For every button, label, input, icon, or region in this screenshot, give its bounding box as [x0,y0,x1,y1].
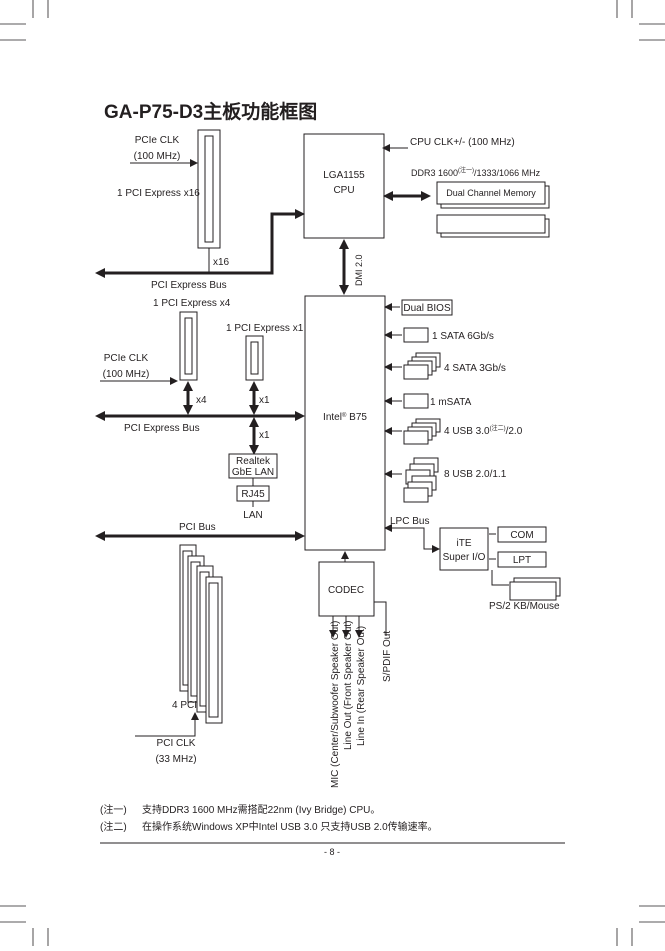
pcie-clk-mid-line1: PCIe CLK [104,353,149,364]
sata6-label: 1 SATA 6Gb/s [432,331,494,342]
sata3-label: 4 SATA 3Gb/s [444,363,506,374]
note-2-text: 在操作系统Windows XP中Intel USB 3.0 只支持USB 2.0… [142,820,438,833]
superio-line2: Super I/O [443,552,486,563]
pci-clk-line1: PCI CLK [157,738,196,749]
ps2-link [491,570,509,586]
codec-output-mic: MIC (Center/Subwoofer Speaker Out) [330,621,341,788]
lan-chip-line2: GbE LAN [232,467,274,478]
ddr3-label: DDR3 1600(注一)/1333/1066 MHz [411,166,541,178]
pci-slots-label: 4 PCI [172,700,197,711]
ps2-port [509,581,557,601]
pcie-x4-slot-inner [184,317,193,375]
lpt-label: LPT [513,555,531,566]
pci-clk-arrow [135,712,199,737]
pcie-top-bus [95,209,305,278]
msata-label: 1 mSATA [430,397,472,408]
pcie-x16-slot-inner [204,135,214,243]
usb3-label: 4 USB 3.0(注二)/2.0 [444,424,523,437]
superio-line1: iTE [457,538,472,549]
pcie-clk-mid-line2: (100 MHz) [103,369,150,380]
pcie-mid-bus-label: PCI Express Bus [124,423,200,434]
chipset-label: Intel® B75 [323,412,367,423]
codec-label: CODEC [328,585,364,596]
memory-slot-1 [436,181,546,205]
codec-output-spdif: S/PDIF Out [382,631,393,682]
page-number: - 8 - [324,847,340,857]
lan-label: LAN [243,510,262,521]
lan-chip-line1: Realtek [236,456,271,467]
x4-lane-label: x4 [196,395,207,406]
dual-bios-block [401,299,453,316]
diagram-title: GA-P75-D3主板功能框图 [104,100,317,123]
codec-spdif-link [374,601,387,636]
ps2-label: PS/2 KB/Mouse [489,601,560,612]
pcie-clk-top-line1: PCIe CLK [135,135,180,146]
x1-lane-label: x1 [259,395,270,406]
pcie-top-bus-label: PCI Express Bus [151,280,227,291]
pcie-clk-top-line2: (100 MHz) [134,151,181,162]
codec-chip [318,561,375,617]
cpu-clk-label: CPU CLK+/- (100 MHz) [410,137,515,148]
cpu-block [303,133,385,239]
usb3-ports [403,418,441,445]
rj45-label: RJ45 [241,489,265,500]
pci-bus-label: PCI Bus [179,522,216,533]
com-label: COM [510,530,533,541]
memory-slot-2 [436,214,546,234]
pci-clk-line2: (33 MHz) [155,754,196,765]
lan-lane-label: x1 [259,430,270,441]
dual-bios-label: Dual BIOS [403,303,451,314]
lpt-port [497,551,547,568]
superio-chip [439,527,489,571]
note-2-mark: (注二) [100,820,127,833]
pcie-x16-label: 1 PCI Express x16 [117,188,200,199]
lpc-bus-link [384,524,440,553]
usb2-label: 8 USB 2.0/1.1 [444,469,507,480]
sata6-port [403,327,429,343]
codec-output-line-in: Line In (Rear Speaker Out) [356,626,367,746]
pci-slots [179,544,223,724]
note-1-mark: (注一) [100,803,127,816]
x16-lane-label: x16 [213,257,230,268]
cpu-label: CPU [333,185,354,196]
lan-chip [228,453,278,479]
com-port [497,526,547,543]
note-1-text: 支持DDR3 1600 MHz需搭配22nm (Ivy Bridge) CPU。 [142,803,380,816]
chipset-block [304,295,386,551]
msata-port [403,393,429,409]
pcie-x1-slot-inner [250,341,259,375]
pcie-x4-label: 1 PCI Express x4 [153,298,231,309]
pcie-x1-label: 1 PCI Express x1 [226,323,304,334]
memory-label: Dual Channel Memory [446,188,536,198]
dmi-label: DMI 2.0 [354,254,364,286]
cpu-socket: LGA1155 [323,170,365,181]
sata3-ports [403,352,441,380]
lpc-bus-label: LPC Bus [390,516,429,527]
usb2-ports [403,457,439,503]
codec-output-line-out: Line Out (Front Speaker Out) [343,620,354,750]
